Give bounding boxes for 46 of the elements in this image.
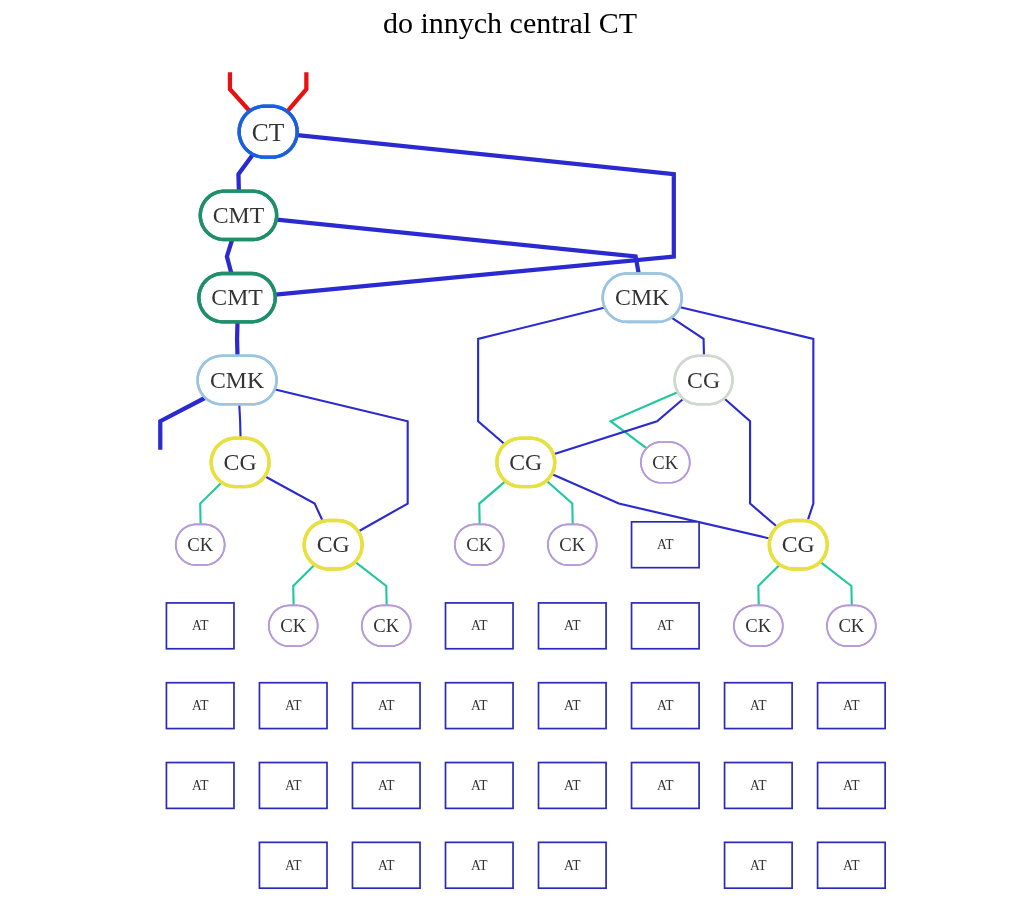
node-box: AT bbox=[723, 681, 793, 730]
connector bbox=[546, 480, 574, 525]
connector bbox=[292, 564, 316, 606]
node-box: AT bbox=[537, 681, 607, 730]
node-box: AT bbox=[351, 841, 421, 890]
node-box: AT bbox=[816, 841, 886, 890]
connector bbox=[275, 388, 409, 533]
connector bbox=[820, 561, 853, 606]
connector bbox=[238, 404, 242, 439]
node-box: AT bbox=[444, 681, 514, 730]
connector bbox=[236, 153, 255, 192]
node-box: AT bbox=[723, 841, 793, 890]
node-box: AT bbox=[351, 681, 421, 730]
node-box: AT bbox=[630, 761, 700, 810]
node-box: AT bbox=[537, 602, 607, 650]
node-box: AT bbox=[258, 761, 328, 810]
node-box: AT bbox=[816, 681, 886, 730]
node-box: AT bbox=[444, 602, 514, 650]
connector bbox=[608, 391, 679, 450]
node-box: AT bbox=[630, 602, 700, 650]
node-box: AT bbox=[165, 681, 235, 730]
node-box: AT bbox=[537, 761, 607, 810]
connector bbox=[477, 306, 606, 446]
node-box: AT bbox=[630, 681, 700, 730]
connector bbox=[227, 72, 252, 113]
connector bbox=[285, 72, 309, 113]
connector bbox=[478, 480, 507, 525]
node-box: AT bbox=[165, 602, 235, 650]
node-box: AT bbox=[351, 761, 421, 810]
node-box: AT bbox=[258, 681, 328, 730]
node-box: AT bbox=[630, 521, 700, 569]
note-text: do innych central CT bbox=[382, 6, 638, 40]
connector bbox=[199, 481, 223, 525]
node-box: AT bbox=[723, 761, 793, 810]
node-box: AT bbox=[537, 841, 607, 890]
node-box: AT bbox=[444, 841, 514, 890]
connector bbox=[264, 475, 325, 523]
connector bbox=[158, 395, 207, 450]
node-box: AT bbox=[816, 761, 886, 810]
node-box: AT bbox=[444, 761, 514, 810]
connector bbox=[723, 397, 779, 529]
node-box: AT bbox=[165, 761, 235, 810]
connector bbox=[680, 306, 815, 522]
node-box: AT bbox=[258, 841, 328, 890]
connector bbox=[354, 561, 388, 606]
connector bbox=[757, 564, 781, 606]
